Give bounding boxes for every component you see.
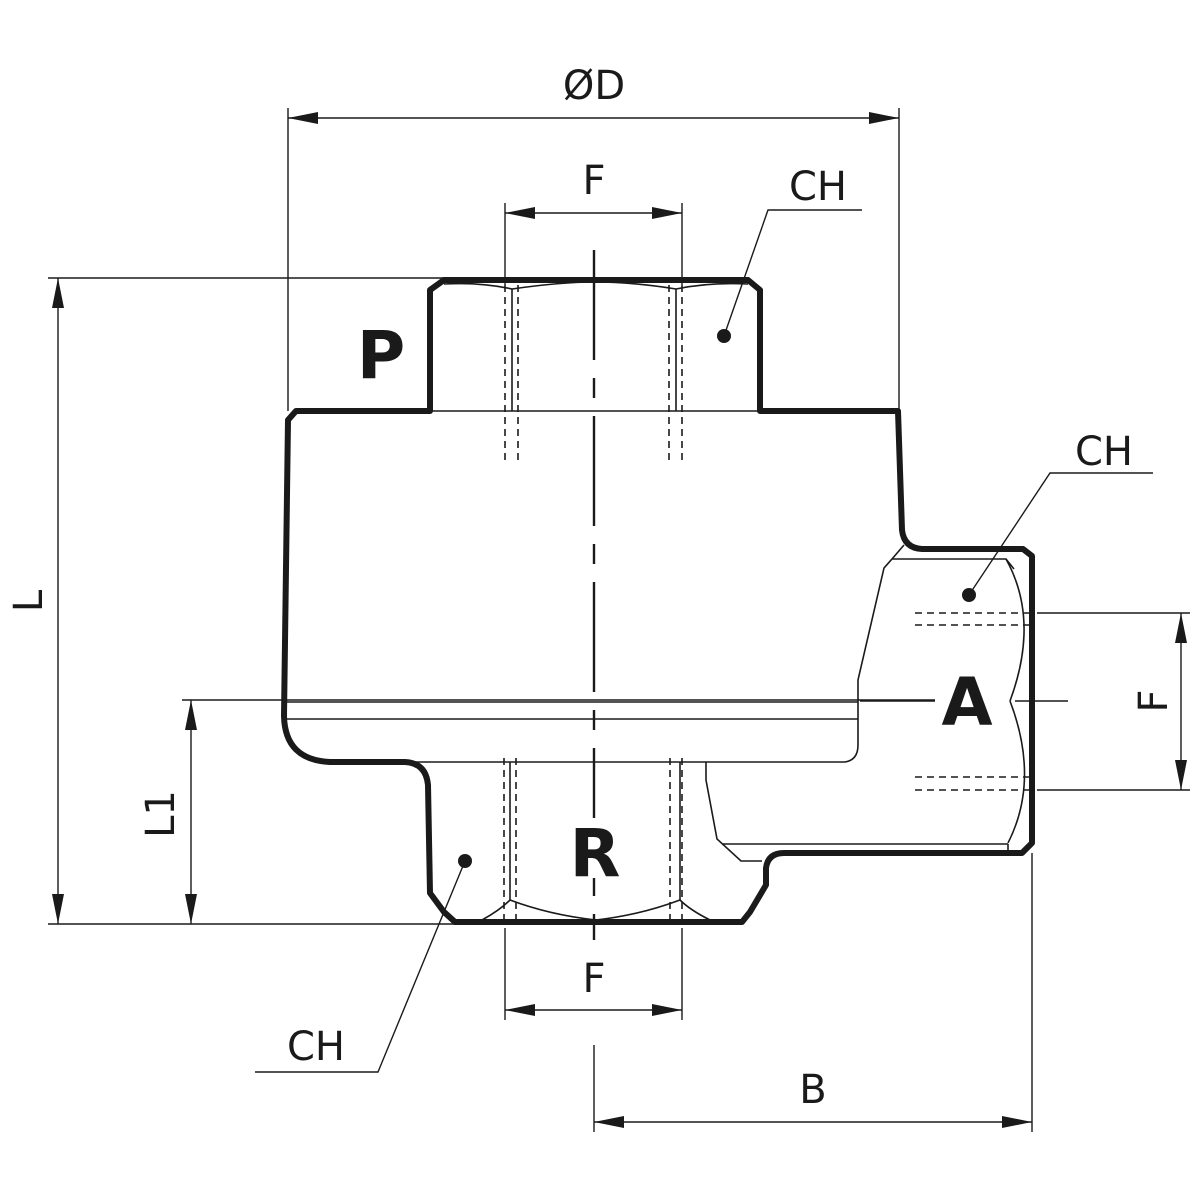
side-hex-arc-lower xyxy=(1007,700,1026,844)
top-f-arrow-right xyxy=(652,207,682,219)
lower-body-fillet-link xyxy=(891,544,905,560)
l-arrow-top xyxy=(52,278,64,308)
side-ch-dot xyxy=(962,588,976,602)
l-arrow-bottom xyxy=(52,894,64,924)
port-a-label-bg xyxy=(935,665,999,735)
bottom-f-arrow-right xyxy=(652,1004,682,1016)
l1-arrow-top xyxy=(185,700,197,730)
l1-arrow-bottom xyxy=(185,894,197,924)
b-arrow-right xyxy=(1002,1116,1032,1128)
side-f-label: F xyxy=(1131,689,1177,712)
bottom-ch-label: CH xyxy=(287,1024,345,1070)
side-hex-arc-upper xyxy=(1005,558,1025,702)
od-label: ØD xyxy=(563,63,625,109)
l1-label: L1 xyxy=(138,790,184,838)
port-r-label-bg xyxy=(570,818,620,878)
bottom-hex-facets xyxy=(481,899,711,921)
top-ch-label: CH xyxy=(789,164,847,210)
top-ch-leader xyxy=(723,209,862,337)
b-label: B xyxy=(799,1067,826,1113)
side-ch-leader xyxy=(968,472,1153,596)
lower-right-nut-detail xyxy=(705,762,762,862)
side-f-arrow-top xyxy=(1175,613,1187,643)
top-hex-facets xyxy=(443,281,749,290)
top-ch-dot xyxy=(717,329,731,343)
bottom-ch-leader xyxy=(255,860,466,1073)
port-r-label: R xyxy=(570,815,621,892)
b-arrow-left xyxy=(594,1116,624,1128)
bottom-ch-dot xyxy=(458,854,472,868)
side-f-arrow-bottom xyxy=(1175,760,1187,790)
body-outline xyxy=(281,277,1035,925)
top-f-label: F xyxy=(582,158,605,204)
side-ch-label: CH xyxy=(1075,429,1133,475)
port-p-label: P xyxy=(357,317,405,394)
lower-body-step xyxy=(405,558,1015,763)
od-arrow-left xyxy=(288,112,318,124)
bottom-f-label: F xyxy=(582,956,605,1002)
top-f-arrow-left xyxy=(505,207,535,219)
bottom-f-arrow-left xyxy=(505,1004,535,1016)
port-a-label: A xyxy=(941,664,992,741)
od-arrow-right xyxy=(869,112,899,124)
l-label: L xyxy=(6,589,52,612)
